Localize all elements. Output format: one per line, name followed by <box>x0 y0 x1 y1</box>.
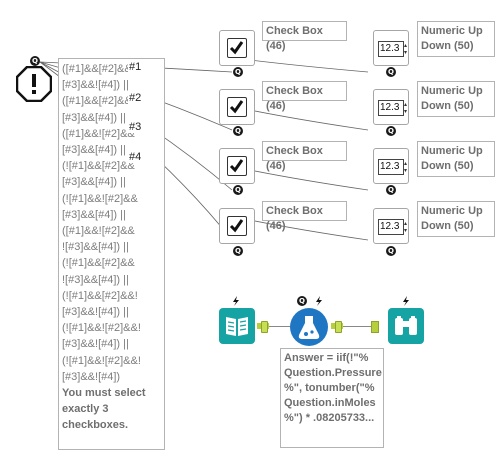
checkbox-annotation: Check Box (46) <box>262 201 347 232</box>
wire-label-4: #4 <box>128 151 143 163</box>
numeric-annotation: Numeric Up Down (50) <box>417 81 495 117</box>
formula-tool[interactable] <box>290 308 328 346</box>
expression-line: ([#1]&&[#2]&&! <box>62 95 135 108</box>
question-badge: Q <box>233 185 243 195</box>
lightning-bolt-icon <box>233 296 239 306</box>
spinner-icon <box>404 162 407 172</box>
expression-line: [#3]&&[#4]) || <box>62 208 126 221</box>
checkbox-annotation: Check Box (46) <box>262 81 347 112</box>
error-tool[interactable] <box>15 65 53 103</box>
expression-line: (![#1]&&[#2]&& <box>62 257 135 270</box>
expression-line: ![#3]&&[#4]) || <box>62 241 129 254</box>
expression-line: [#3]&&![#4]) || <box>62 338 129 351</box>
numeric-value: 12.3 <box>378 100 404 116</box>
checkbox-annotation: Check Box (46) <box>262 21 347 52</box>
numeric-value: 12.3 <box>378 159 404 175</box>
numeric-updown-tool-2[interactable]: 12.3 <box>373 89 409 125</box>
question-badge: Q <box>233 126 243 136</box>
question-badge: Q <box>386 126 396 136</box>
browse-tool[interactable] <box>388 308 424 344</box>
expression-line: ([#1]&&[#2]&& <box>62 63 132 75</box>
expression-line: [#3]&&![#4]) <box>62 370 121 383</box>
checkbox-checked-icon <box>227 156 247 176</box>
expression-line: [#3]&&![#4]) || <box>62 306 129 319</box>
wire-num-2 <box>249 109 369 131</box>
error-tool-annotation: ([#1]&&[#2]&& [#3]&&![#4]) || ([#1]&&[#2… <box>58 58 165 450</box>
lightning-bolt-icon <box>403 296 409 306</box>
numeric-annotation: Numeric Up Down (50) <box>417 21 495 57</box>
expression-line: (![#1]&&![#2]&& <box>62 192 138 205</box>
expression-line: ![#3]&&[#4]) || <box>62 273 129 286</box>
spinner-icon <box>404 44 407 54</box>
question-badge: Q <box>386 246 396 256</box>
question-badge: Q <box>297 296 307 306</box>
wire-num-1 <box>249 59 369 73</box>
numeric-updown-tool-1[interactable]: 12.3 <box>373 30 409 66</box>
connection-line <box>269 326 291 327</box>
error-message: You must select exactly 3 checkboxes. <box>62 387 146 432</box>
book-input-icon <box>226 317 248 336</box>
expression-line: (![#1]&&[#2]&&! <box>62 289 138 302</box>
wire-label-2: #2 <box>128 92 143 104</box>
numeric-updown-tool-4[interactable]: 12.3 <box>373 208 409 244</box>
checkbox-annotation: Check Box (46) <box>262 141 347 172</box>
flask-formula-icon <box>298 316 320 339</box>
error-octagon-icon <box>15 65 53 103</box>
connection-anchor <box>371 321 379 333</box>
input-data-tool[interactable] <box>219 308 255 344</box>
question-badge: Q <box>386 67 396 77</box>
checkbox-tool-3[interactable] <box>219 148 255 184</box>
numeric-value: 12.3 <box>378 41 404 57</box>
checkbox-tool-4[interactable] <box>219 208 255 244</box>
question-badge: Q <box>233 67 243 77</box>
wire-label-3: #3 <box>128 121 143 133</box>
checkbox-checked-icon <box>227 216 247 236</box>
expression-line: [#3]&&[#4]) || <box>62 144 126 157</box>
numeric-updown-tool-3[interactable]: 12.3 <box>373 148 409 184</box>
connection-anchor <box>261 321 268 333</box>
checkbox-checked-icon <box>227 38 247 58</box>
wire-label-1: #1 <box>128 61 143 73</box>
numeric-value: 12.3 <box>378 219 404 235</box>
expression-line: [#3]&&[#4]) || <box>62 111 126 124</box>
wire-num-3 <box>249 169 369 191</box>
checkbox-tool-2[interactable] <box>219 89 255 125</box>
expression-line: [#3]&&![#4]) || <box>62 79 129 92</box>
numeric-annotation: Numeric Up Down (50) <box>417 141 495 177</box>
binoculars-browse-icon <box>395 316 417 335</box>
formula-annotation: Answer = iif(!"% Question.Pressure %", t… <box>280 348 384 448</box>
wire-num-4 <box>249 219 369 241</box>
question-badge: Q <box>386 185 396 195</box>
connection-line <box>343 326 371 327</box>
spinner-icon <box>404 222 407 232</box>
spinner-icon <box>404 103 407 113</box>
expression-line: (![#1]&&[#2]&& <box>62 160 135 173</box>
question-badge: Q <box>233 246 243 256</box>
expression-line: (![#1]&&![#2]&&! <box>62 354 141 367</box>
expression-line: (![#1]&&![#2]&&! <box>62 322 141 335</box>
lightning-bolt-icon <box>316 296 322 306</box>
question-badge: Q <box>30 56 40 66</box>
checkbox-checked-icon <box>227 97 247 117</box>
numeric-annotation: Numeric Up Down (50) <box>417 201 495 237</box>
checkbox-tool-1[interactable] <box>219 30 255 66</box>
expression-line: [#3]&&[#4]) || <box>62 176 126 189</box>
expression-line: ([#1]&&![#2]&& <box>62 225 135 238</box>
expression-line: ([#1]&&![#2]&& <box>62 127 135 140</box>
connection-anchor <box>335 321 342 333</box>
